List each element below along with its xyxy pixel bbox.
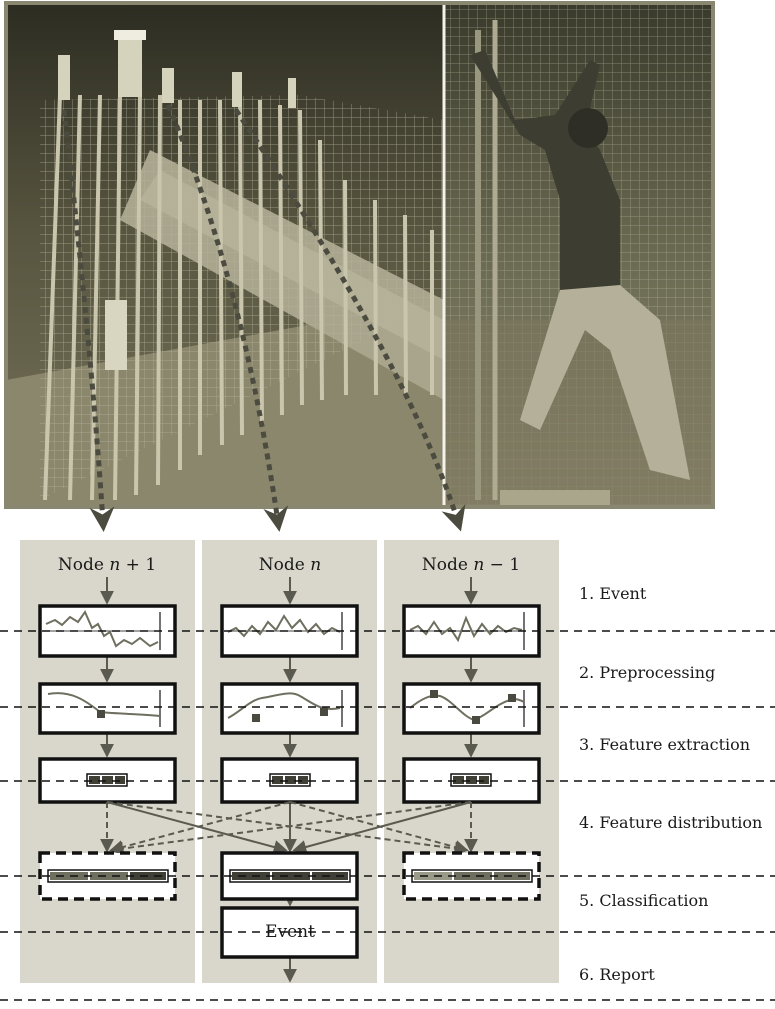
fence-photo xyxy=(6,3,444,507)
photo-panel xyxy=(6,3,713,507)
sensor-projection-lines xyxy=(61,104,466,532)
stage-labels: 1. Event 2. Preprocessing 3. Feature ext… xyxy=(579,584,762,984)
stage-label-event: 1. Event xyxy=(579,584,647,603)
stage-label-preprocessing: 2. Preprocessing xyxy=(579,663,715,682)
feature-vector-icon xyxy=(269,773,311,787)
stage-label-feature-extraction: 3. Feature extraction xyxy=(579,735,750,754)
signal-trace-icon xyxy=(45,609,159,648)
feature-vector-icon xyxy=(450,773,492,787)
event-report-label: Event xyxy=(265,922,315,942)
stage-label-report: 6. Report xyxy=(579,965,655,984)
signal-trace-icon xyxy=(227,614,341,638)
feature-distribution-arrows xyxy=(100,801,478,856)
preprocessing-row xyxy=(38,682,541,735)
feature-vector-icon xyxy=(47,869,169,883)
intruder-photo xyxy=(444,3,713,507)
node-title-n-minus-1: Node n − 1 xyxy=(422,555,520,575)
projection-line-node-n-minus-1 xyxy=(233,108,466,532)
projection-line-node-n-plus-1 xyxy=(61,109,115,532)
feature-vector-icon xyxy=(229,869,351,883)
node-title-n-plus-1: Node n + 1 xyxy=(58,555,156,575)
feature-vector-icon xyxy=(86,773,128,787)
photo-frame xyxy=(4,1,715,509)
signal-trace-icon xyxy=(409,615,523,643)
stage-label-classification: 5. Classification xyxy=(579,891,708,910)
stage-label-feature-distribution: 4. Feature distribution xyxy=(579,813,762,832)
preprocessed-box-n-plus-1 xyxy=(38,682,177,735)
feature-extraction-row xyxy=(38,757,541,804)
stage-separators xyxy=(0,630,775,1001)
preprocessed-box-n-minus-1 xyxy=(402,682,541,735)
node-title-n: Node n xyxy=(259,555,321,575)
feature-vector-icon xyxy=(411,869,533,883)
